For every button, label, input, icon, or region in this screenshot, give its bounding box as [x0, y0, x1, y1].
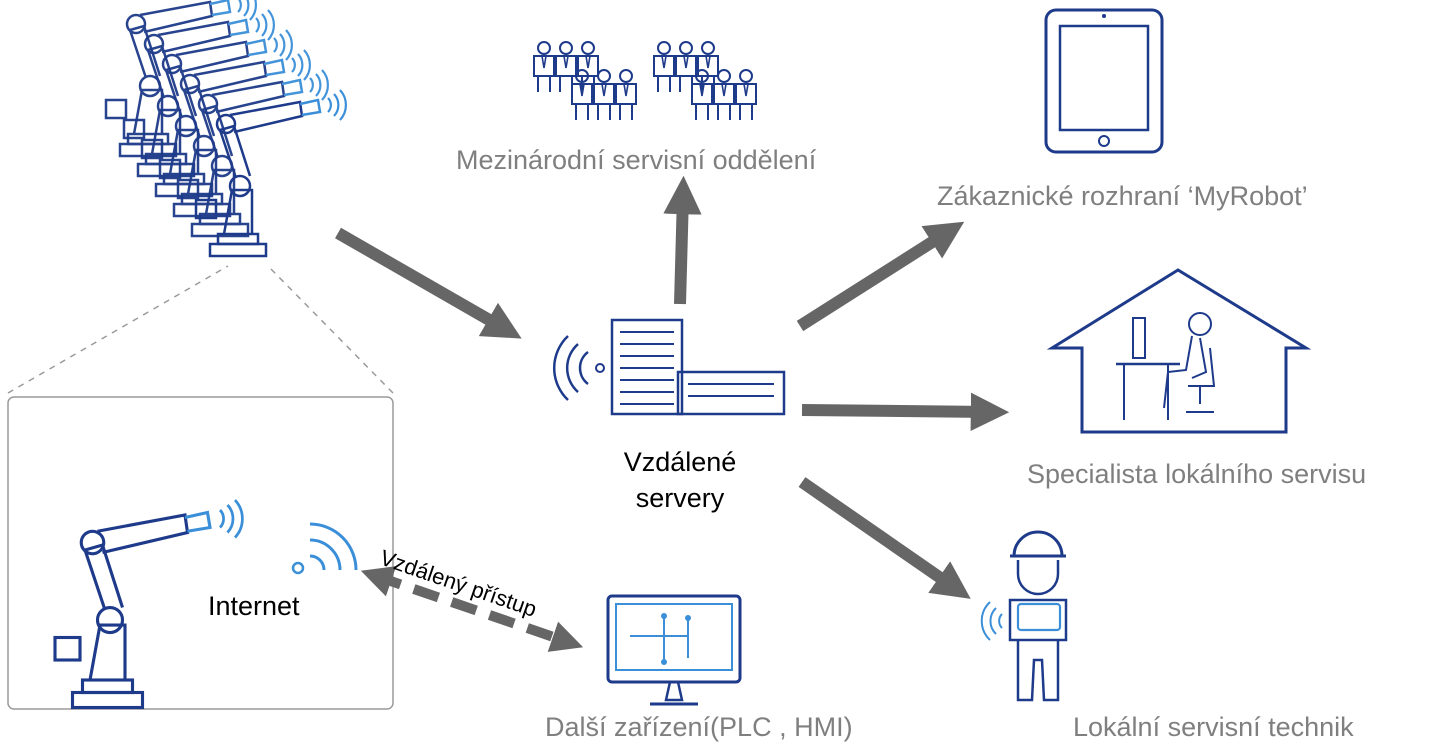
zoom-line-right — [267, 265, 394, 394]
monitor-icon — [606, 594, 742, 706]
tablet-icon — [1044, 8, 1164, 154]
label-local-specialist: Specialista lokálního servisu — [1027, 459, 1367, 489]
label-local-technician: Lokální servisní technik — [1073, 712, 1354, 742]
technician-icon — [980, 530, 1068, 702]
wifi-icon — [291, 522, 358, 575]
label-other-devices: Další zařízení(PLC , HMI) — [545, 712, 853, 742]
robot-fleet-icon — [104, 0, 348, 258]
arrow-server-to-specialist — [801, 392, 1010, 431]
arrow-server-to-intl-service — [663, 175, 702, 305]
arrow-fleet-to-server — [335, 227, 522, 339]
server-building-icon — [553, 318, 786, 416]
people-group-icon — [533, 41, 757, 121]
house-icon — [1046, 268, 1312, 434]
label-internet: Internet — [208, 591, 300, 621]
arrow-server-to-customer — [796, 221, 965, 332]
label-intl-service: Mezinárodní servisní oddělení — [456, 145, 817, 175]
arrow-server-to-technician — [798, 477, 971, 599]
arrow-remote-access — [360, 566, 584, 652]
label-remote-servers-2: servery — [635, 483, 725, 513]
label-remote-servers-1: Vzdálené — [623, 447, 737, 477]
zoom-line-left — [7, 265, 229, 394]
zoom-box — [7, 396, 394, 710]
label-customer-interface: Zákaznické rozhraní ‘MyRobot’ — [937, 181, 1308, 211]
